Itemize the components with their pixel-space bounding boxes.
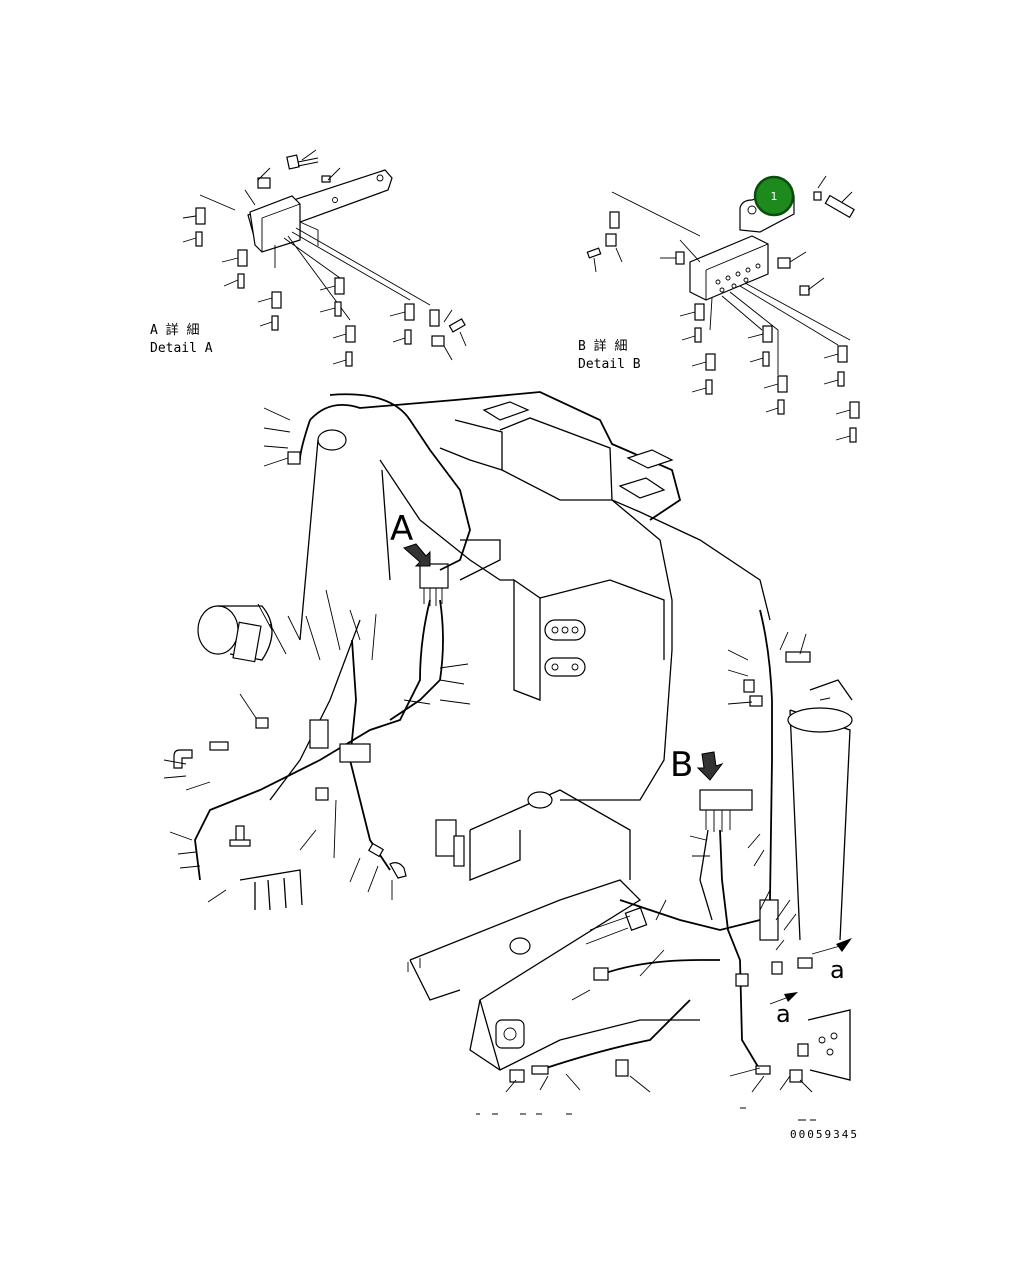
detail-a-en-label: Detail A xyxy=(150,341,213,356)
part-number-badge[interactable]: 1 xyxy=(753,175,795,217)
detail-b-jp-label: B 詳 細 xyxy=(578,338,627,354)
view-letter-b: B xyxy=(670,745,693,785)
view-letter-a-lower-2: a xyxy=(776,1000,791,1028)
view-letter-a: A xyxy=(390,509,413,549)
detail-b-drawing: B 詳 細 Detail B xyxy=(578,175,860,443)
detail-a-drawing: A 詳 細 Detail A xyxy=(150,149,467,367)
detail-b-en-label: Detail B xyxy=(578,357,641,372)
detail-a-jp-label: A 詳 細 xyxy=(150,322,199,338)
badge-number[interactable]: 1 xyxy=(771,190,778,203)
main-frame-drawing xyxy=(163,391,853,1121)
view-letter-a-lower-1: a xyxy=(830,956,845,984)
badge-circle[interactable] xyxy=(753,175,795,217)
drawing-number: 00059345 xyxy=(790,1128,859,1141)
